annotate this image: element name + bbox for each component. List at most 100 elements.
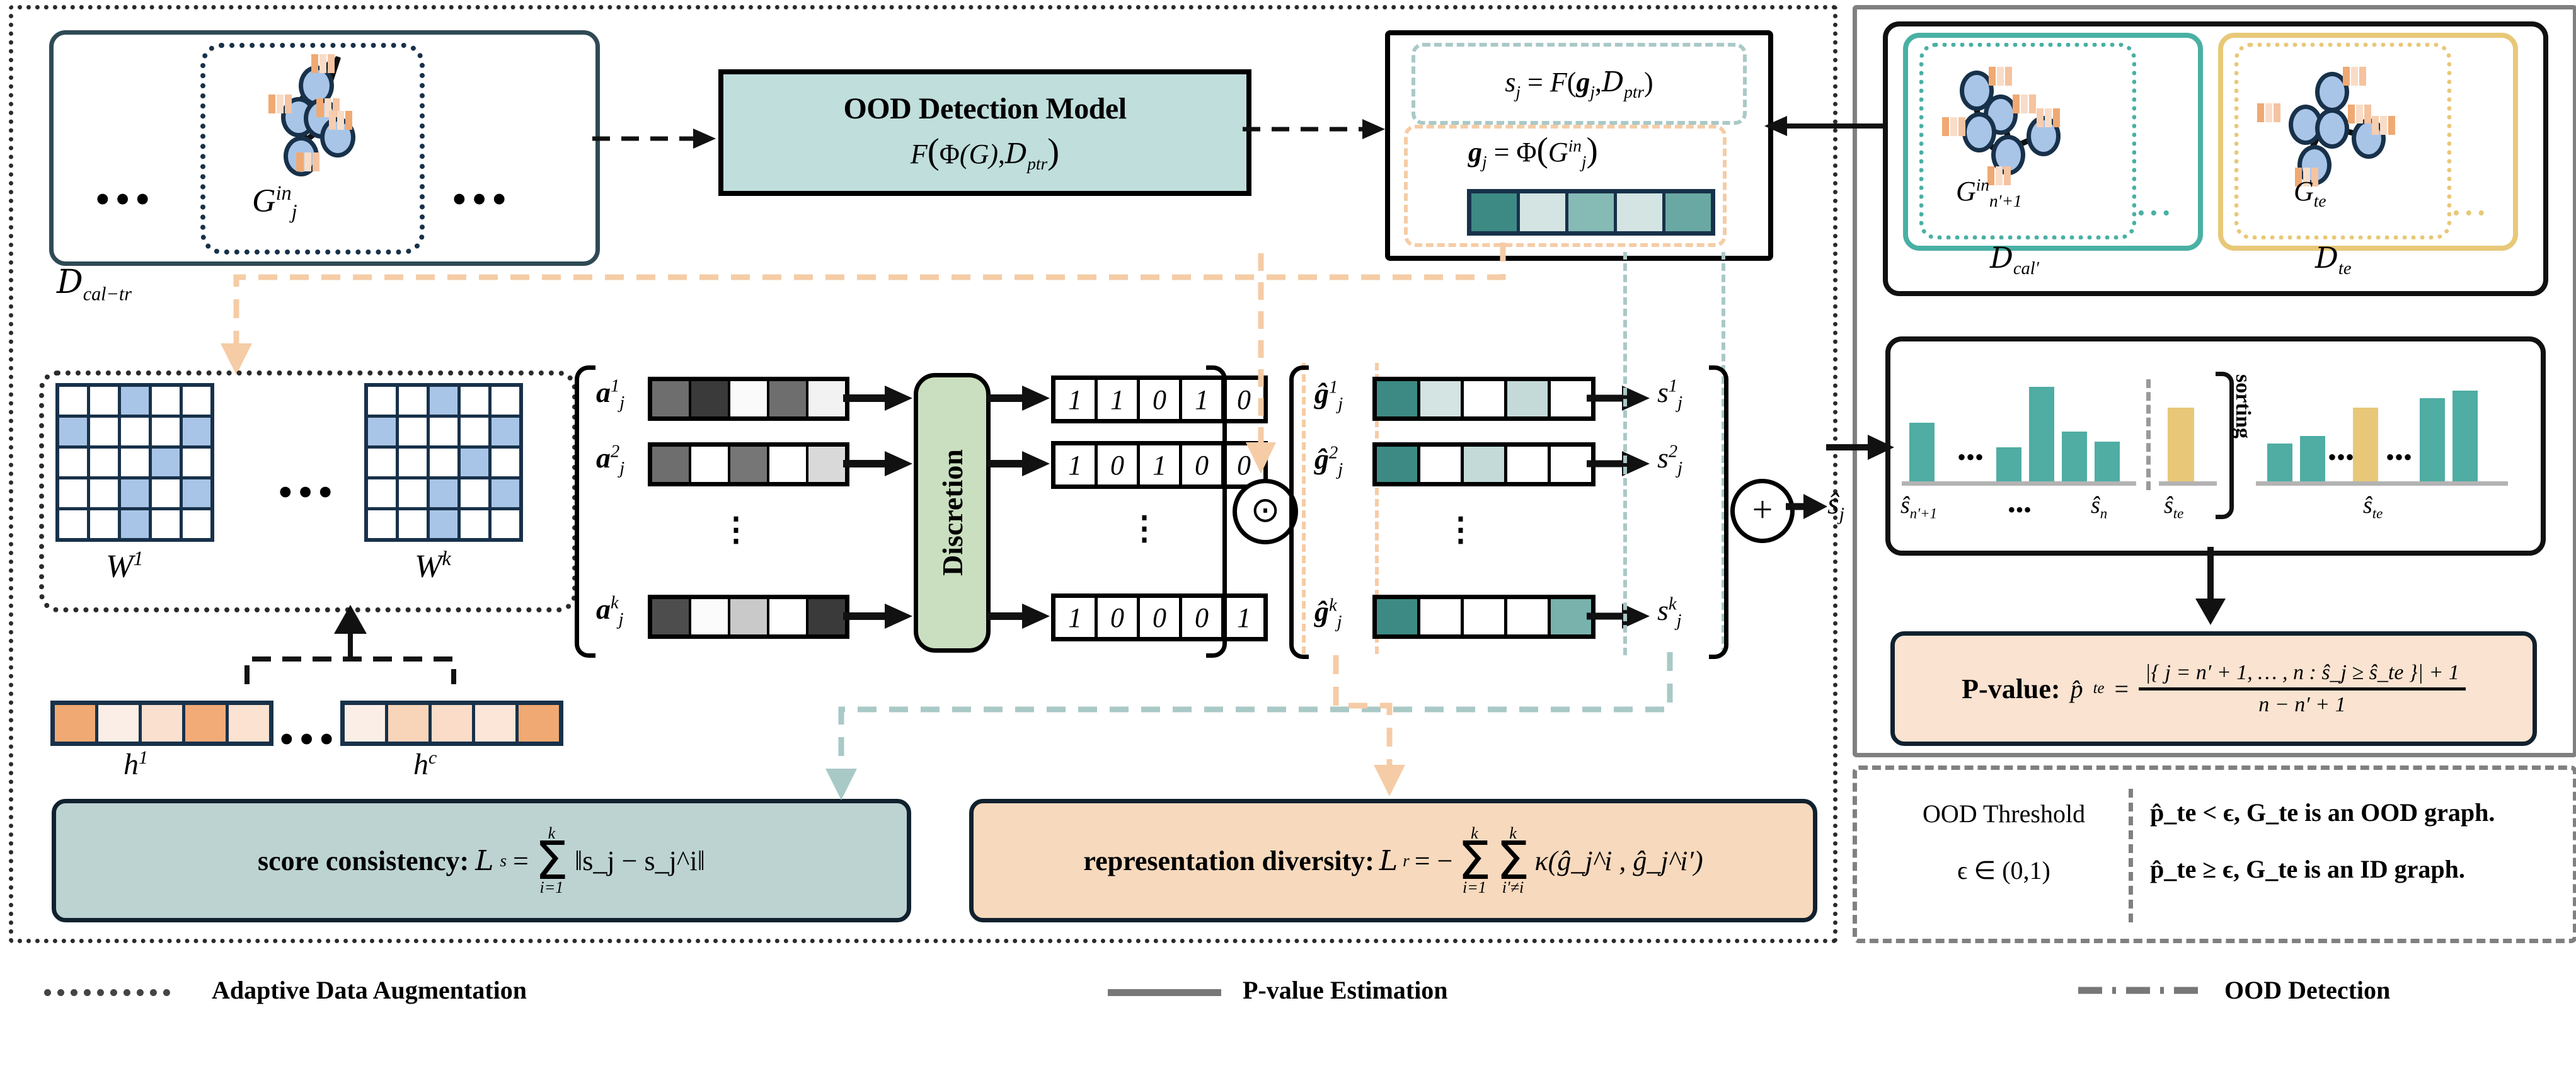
s-outputs-bracket: [1709, 365, 1728, 659]
g-hat-cell: [1464, 381, 1504, 416]
g-hat-cell: [1420, 381, 1461, 416]
a-vector-cell: [652, 599, 689, 634]
matrix-w1-cell: [90, 510, 118, 538]
matrix-wk-cell: [368, 387, 396, 415]
g-hat-2-strip: [1372, 442, 1596, 486]
matrix-wk-cell: [399, 510, 427, 538]
ood-detection-model-box: OOD Detection Model F(Φ(G),Dptr): [718, 69, 1251, 196]
a-vector-cell: [808, 447, 845, 482]
h1-cell: [142, 705, 182, 742]
embedding-cell: [1520, 193, 1565, 231]
calibration-train-dataset-label: Dcal−tr: [57, 263, 132, 305]
test-graph-illustration: [2234, 43, 2442, 194]
matrix-wk-cell: [492, 510, 519, 538]
matrix-w1-cell: [183, 510, 210, 538]
g-hat-cell: [1507, 381, 1548, 416]
chart-baseline: [2159, 481, 2217, 486]
matrix-w1-cell: [59, 479, 87, 507]
binary-digit: 0: [1098, 445, 1137, 484]
matrix-wk-cell: [399, 449, 427, 476]
sum-operator: +: [1730, 479, 1795, 543]
threshold-divider: [2129, 789, 2133, 922]
rep-sum2-lower: i′≠i: [1502, 878, 1524, 897]
g-hat-cell: [1551, 381, 1591, 416]
test-dataset-label: Dte: [2315, 241, 2352, 279]
representation-diversity-label: representation diversity:: [1083, 845, 1374, 876]
matrix-wk-cell: [430, 387, 457, 415]
matrix-w1-cell: [90, 479, 118, 507]
score-bar: [2029, 387, 2054, 481]
g-hat-k-label: ĝkj: [1314, 595, 1342, 633]
embedding-formula-dashed-box: [1404, 125, 1727, 247]
ak-strip: [648, 595, 849, 639]
legend-adaptive-label: Adaptive Data Augmentation: [212, 976, 527, 1004]
a-vectors-ellipsis: ⋮: [720, 512, 752, 548]
cal-dataset-label: Dcal′: [1990, 241, 2039, 279]
matrix-wk-cell: [461, 418, 488, 445]
matrix-w1-cell: [152, 418, 180, 445]
p-value-denominator: n − n′ + 1: [2258, 692, 2346, 716]
a-vector-cell: [769, 447, 806, 482]
a-vector-cell: [808, 599, 845, 634]
matrix-wk-cell: [461, 479, 488, 507]
left-label-last: ŝn: [2091, 492, 2108, 522]
ood-threshold-title: OOD Threshold: [1922, 800, 2086, 828]
g-hat-cell: [1551, 599, 1591, 634]
matrix-w1-cell: [152, 510, 180, 538]
h2-cell: [475, 705, 515, 742]
matrix-w1-cell: [121, 418, 149, 445]
g-hat-bracket: [1289, 365, 1309, 659]
score-bar: [2452, 391, 2478, 481]
a-vector-cell: [730, 447, 767, 482]
a-vector-cell: [691, 447, 728, 482]
matrix-w1-cell: [152, 449, 180, 476]
a2-strip: [648, 442, 849, 486]
matrix-ellipsis: •••: [279, 471, 339, 514]
score-bar: [2420, 398, 2445, 481]
p-value-numerator: |{ j = n′ + 1, … , n : ŝ_j ≥ ŝ_te }| + 1: [2145, 660, 2459, 684]
g-hat-k-strip: [1372, 595, 1596, 639]
a-vector-cell: [769, 599, 806, 634]
test-graph-dotted-box: [2234, 43, 2451, 239]
a-vector-cell: [691, 599, 728, 634]
score-consistency-label: score consistency:: [257, 845, 469, 876]
arrow-right-panel-to-score: [1764, 116, 1884, 136]
matrix-w1-cell: [183, 449, 210, 476]
embedding-cell: [1617, 193, 1662, 231]
chart-baseline: [1902, 481, 2136, 486]
cal-graph-label: Ginn′+1: [1956, 175, 2022, 210]
arrow-model-to-score: [1243, 119, 1385, 139]
p-value-lhs: p̂: [2070, 674, 2083, 703]
h1-strip: [50, 701, 273, 746]
sum-upper-limit: k: [548, 823, 556, 842]
ood-detection-region: [1853, 765, 2576, 943]
sum-lower-limit: i=1: [539, 878, 564, 897]
matrix-wk-cell: [461, 510, 488, 538]
a-vectors-bracket: [575, 365, 595, 658]
p-value-title: P-value:: [1962, 673, 2061, 704]
matrix-wk-cell: [368, 449, 396, 476]
a-vector-cell: [652, 447, 689, 482]
a2-label: a2j: [596, 442, 625, 479]
binary-digit: 0: [1140, 380, 1179, 419]
legend-pvalue-label: P-value Estimation: [1243, 976, 1448, 1004]
dashed-orange-to-rep-loss: [1333, 655, 1405, 796]
g-hat-cell: [1420, 599, 1461, 634]
arrow-a1-to-discretion: [843, 386, 912, 411]
binary-digit: 1: [1055, 380, 1095, 419]
binary-digit: 0: [1140, 598, 1179, 637]
g-hat-1-label: ĝ1j: [1314, 377, 1343, 415]
right-ellipsis-2: •••: [2386, 443, 2413, 471]
matrix-w1-cell: [90, 418, 118, 445]
arrow-discretion-to-bin2: [987, 451, 1050, 476]
input-graph-illustration: [200, 43, 415, 213]
h2-cell: [388, 705, 428, 742]
right-ellipsis-1: •••: [2328, 443, 2355, 471]
matrix-wk-cell: [461, 387, 488, 415]
a-vector-cell: [730, 599, 767, 634]
h-ellipsis: •••: [280, 718, 340, 761]
input-graph-dotted-box: [200, 43, 425, 255]
matrix-Wk-label: Wk: [415, 547, 451, 585]
